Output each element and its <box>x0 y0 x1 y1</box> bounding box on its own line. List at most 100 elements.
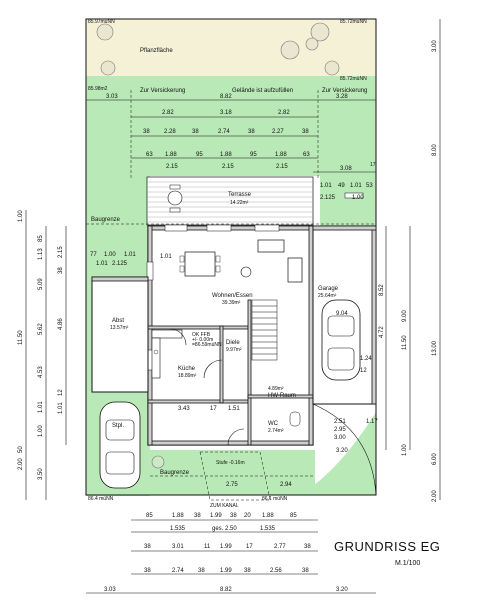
dim-top-4-5: 1.88 <box>275 152 287 158</box>
dim-bot-2-2: 1.535 <box>260 526 276 532</box>
dim-top-4-6: 63 <box>303 152 310 158</box>
dim-int-8: 2.75 <box>226 482 238 488</box>
dim-top-7-2: 1.01 <box>350 183 362 189</box>
dim-top-5-0: 2.15 <box>166 164 178 170</box>
dim-bot-4-0: 38 <box>144 568 151 574</box>
shrub-1 <box>96 23 114 41</box>
dim-left-inner-3: 12 <box>58 389 64 396</box>
dim-int-4: 2.125 <box>112 261 128 267</box>
dim-int-10: 9.04 <box>336 311 348 317</box>
dim-right-inner-4: 3.00 <box>334 435 346 441</box>
dim-top-3-5: 2.27 <box>272 129 284 135</box>
dim-top-2-2: 2.82 <box>278 110 290 116</box>
shrub-3 <box>280 40 300 60</box>
room-living-area: 39.39m² <box>222 300 241 306</box>
door-arc-kitchen <box>203 359 223 379</box>
dim-bot-1-4: 38 <box>230 513 237 519</box>
dim-bot-4-2: 38 <box>198 568 205 574</box>
dim-top-4-4: 95 <box>250 152 257 158</box>
room-wc-label: WC <box>268 421 279 427</box>
building-line-top-label: Baugrenze <box>91 217 121 223</box>
dim-bot-4-1: 2.74 <box>172 568 184 574</box>
dim-right-mid-2: 1.00 <box>402 444 408 456</box>
dim-int-12: 1.01 <box>160 254 172 260</box>
wall-interior-h2 <box>147 399 249 404</box>
dim-top-4-0: 63 <box>146 152 153 158</box>
dim-bot-4-6: 38 <box>302 568 309 574</box>
dim-right-mid-1: 11.50 <box>402 335 408 350</box>
dim-right-outer-3: 6.00 <box>432 453 438 465</box>
wall-west <box>147 225 153 446</box>
dim-right-inner-0: 8.52 <box>379 284 385 296</box>
building-line-bottom-label: Baugrenze <box>160 470 190 476</box>
dim-int-9: 2.94 <box>280 482 292 488</box>
plan-title: GRUNDRISS EG <box>334 539 440 554</box>
dim-bot-1-7: 85 <box>290 513 297 519</box>
plan-scale: M.1/100 <box>395 560 420 567</box>
dim-right-inner-5: 1.17 <box>366 419 378 425</box>
dim-bot-1-5: 20 <box>244 513 251 519</box>
level-bot-right: 86.1 müNN <box>262 496 288 502</box>
dim-right-outer-0: 3.00 <box>432 40 438 52</box>
bottom-dim-lines <box>86 519 376 594</box>
room-diele-area: 9.97m² <box>226 347 242 353</box>
dim-top-1-0: 3.03 <box>106 94 118 100</box>
dim-bot-3-1: 3.01 <box>172 544 184 550</box>
shrub-2 <box>310 22 330 42</box>
dim-bot-1-6: 1.88 <box>262 513 274 519</box>
dim-bot-5-1: 8.82 <box>220 587 232 593</box>
room-garage-label: Garage <box>318 286 339 292</box>
dim-int-14: 12 <box>360 368 367 374</box>
dim-top-5-1: 2.15 <box>222 164 234 170</box>
room-diele-label: Diele <box>226 340 240 346</box>
dim-int-0: 77 <box>90 252 97 258</box>
dim-left-outer-2: 2.00 <box>18 458 24 470</box>
dim-top-4-2: 95 <box>196 152 203 158</box>
dim-top-6-0: 3.08 <box>340 166 352 172</box>
dim-bot-3-3: 1.99 <box>220 544 232 550</box>
abst-wall <box>91 276 149 282</box>
dim-left-mid-0: 85 <box>38 235 44 242</box>
dim-left-mid-6: 1.00 <box>38 425 44 437</box>
dim-int-7: 1.51 <box>228 406 240 412</box>
dim-bot-3-2: 11 <box>204 544 211 550</box>
wall-interior-v2 <box>247 299 252 446</box>
dim-bot-2-0: 1.535 <box>170 526 186 532</box>
room-living-label: Wohnen/Essen <box>212 293 253 299</box>
dining-table-icon <box>179 251 221 277</box>
room-garage-area: 25.64m² <box>318 293 337 299</box>
stairs-icon <box>251 299 278 361</box>
room-hw-label: HW-Raum <box>268 393 296 399</box>
garage-wall-east <box>371 225 377 405</box>
dim-left-outer-0: 1.00 <box>18 210 24 222</box>
dim-bot-1-2: 38 <box>194 513 201 519</box>
dim-bot-1-3: 1.99 <box>210 513 222 519</box>
dim-left-inner-4: 1.01 <box>58 402 64 414</box>
terrace-chair-2 <box>169 207 181 213</box>
level-nn: =86.59müNN <box>192 342 222 348</box>
dim-top-7-3: 53 <box>366 183 373 189</box>
terrace-chair-1 <box>169 184 181 190</box>
dim-bot-3-5: 2.77 <box>274 544 286 550</box>
level-top-right: 85.72müNN <box>340 19 367 25</box>
dim-top-3-6: 38 <box>302 129 309 135</box>
level-bot-left: 86.4 müNN <box>88 496 114 502</box>
garage-wall-north <box>312 225 377 231</box>
level-mid-right: 85.72müNN <box>340 76 367 82</box>
top-dim-lines <box>86 99 376 173</box>
dim-top-4-1: 1.88 <box>165 152 177 158</box>
level-value: +/- 0.00m <box>192 337 213 343</box>
dim-left-inner-0: 38 <box>58 267 64 274</box>
wall-east <box>308 225 314 446</box>
dim-top-3-4: 38 <box>248 129 255 135</box>
wc-toilet-icon <box>289 411 301 427</box>
dim-right-inner-3: 2.95 <box>334 427 346 433</box>
parking-label: Stpl. <box>112 423 124 429</box>
entrance-label: ZUM KANAL <box>210 503 239 509</box>
plant-area-label: Pflanzfläche <box>140 48 173 54</box>
garden-bottom <box>150 450 315 495</box>
dim-top-3-3: 2.74 <box>218 129 230 135</box>
dim-top-8-0: 2.125 <box>320 195 336 201</box>
dim-int-2: 1.01 <box>124 252 136 258</box>
dim-left-mid-7: 50 <box>18 446 24 453</box>
